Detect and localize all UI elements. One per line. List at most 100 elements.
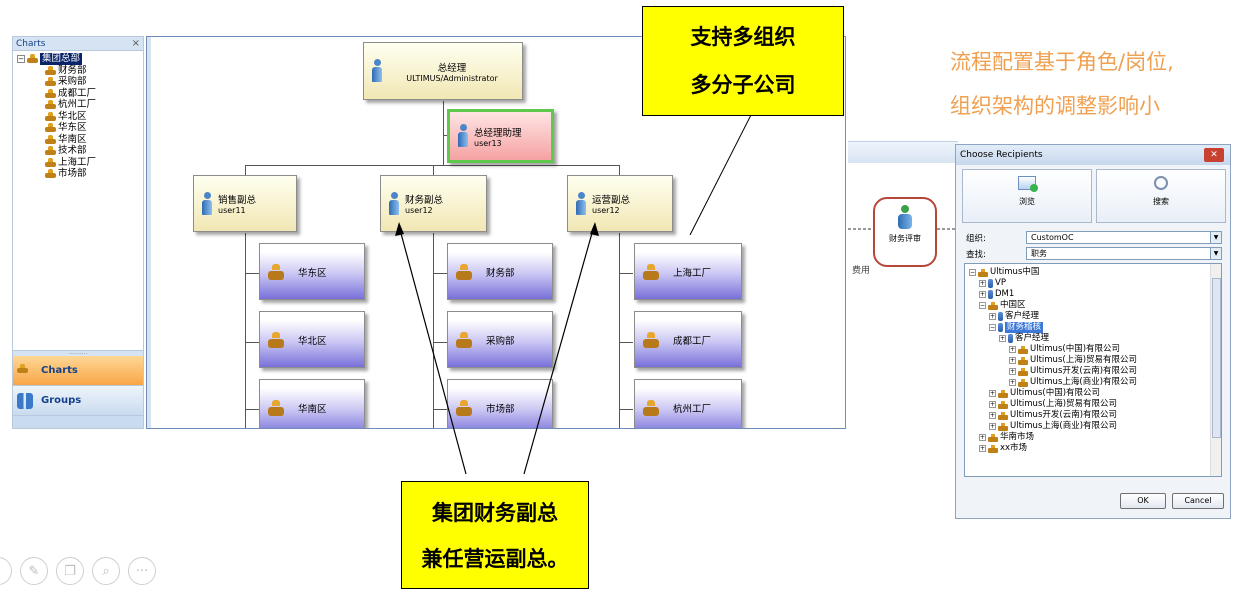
cancel-button[interactable]: Cancel [1172, 493, 1224, 509]
expand-icon[interactable]: + [979, 280, 986, 287]
node-title: 总经理 [437, 62, 467, 74]
expand-icon[interactable]: + [1009, 346, 1016, 353]
expand-icon[interactable]: + [1009, 357, 1016, 364]
more-icon[interactable]: ··· [128, 557, 156, 585]
recipient-tree-row[interactable]: −财务稽核 [969, 322, 1217, 333]
expand-icon[interactable]: + [989, 313, 996, 320]
chevron-down-icon[interactable]: ▼ [1210, 248, 1221, 259]
prev-icon[interactable]: › [0, 557, 12, 585]
pen-icon[interactable]: ✎ [20, 557, 48, 585]
tree-item[interactable]: 华北区 [17, 111, 139, 123]
chevron-down-icon[interactable]: ▼ [1210, 232, 1221, 243]
tree-item[interactable]: 成都工厂 [17, 88, 139, 100]
connector-line [245, 342, 259, 343]
recipient-tree-row[interactable]: + Ultimus上海(商业)有限公司 [969, 421, 1217, 432]
recipient-tree-row[interactable]: +Ultimus开发(云南)有限公司 [969, 410, 1217, 421]
expand-icon[interactable]: + [989, 412, 996, 419]
collapse-icon[interactable]: − [969, 269, 976, 276]
connector-line [433, 409, 447, 410]
close-icon[interactable]: × [131, 38, 140, 49]
person-icon [576, 191, 586, 216]
tree-item[interactable]: 采购部 [17, 76, 139, 88]
zoom-icon[interactable]: ⌕ [92, 557, 120, 585]
recipient-tree-row[interactable]: +客户经理 [969, 311, 1217, 322]
recipient-tree-row[interactable]: +xx市场 [969, 443, 1217, 454]
expand-icon[interactable]: + [979, 445, 986, 452]
charts-panel-header: Charts × [13, 37, 143, 51]
recipient-tree-label: Ultimus上海(商业)有限公司 [1030, 377, 1138, 387]
status-dot-icon [1030, 184, 1038, 192]
find-select[interactable]: 职务 ▼ [1026, 247, 1222, 260]
expand-icon[interactable]: + [1009, 379, 1016, 386]
collapse-icon[interactable]: − [979, 302, 986, 309]
recipient-tree-row[interactable]: +Ultimus(上海)贸易有限公司 [969, 399, 1217, 410]
org-node-department[interactable]: 财务部 [447, 243, 553, 300]
org-node-general-manager[interactable]: 总经理 ULTIMUS/Administrator [363, 42, 523, 100]
org-node-department[interactable]: 华南区 [259, 379, 365, 428]
collapse-icon[interactable]: − [17, 54, 25, 63]
recipient-tree-row[interactable]: + Ultimus上海(商业)有限公司 [969, 377, 1217, 388]
org-select[interactable]: CustomOC ▼ [1026, 231, 1222, 244]
recipient-tree-row[interactable]: −中国区 [969, 300, 1217, 311]
expand-icon[interactable]: + [989, 390, 996, 397]
org-node-department[interactable]: 华东区 [259, 243, 365, 300]
group-icon [17, 392, 33, 409]
search-button[interactable]: 搜索 [1096, 169, 1226, 223]
tree-item[interactable]: 财务部 [17, 65, 139, 77]
org-node-department[interactable]: 上海工厂 [634, 243, 742, 300]
recipient-tree-row[interactable]: +华南市场 [969, 432, 1217, 443]
workflow-step-finance-review[interactable]: 财务评审 [873, 197, 937, 267]
recipient-tree-row[interactable]: + Ultimus(中国)有限公司 [969, 388, 1217, 399]
recipient-tree-label: Ultimus开发(云南)有限公司 [1030, 366, 1138, 376]
node-title: 华东区 [298, 267, 327, 279]
tree-root[interactable]: − 集团总部 [17, 53, 139, 65]
expand-icon[interactable]: + [999, 335, 1006, 342]
close-icon[interactable]: ✕ [1204, 148, 1224, 162]
recipient-tree-row[interactable]: +DM1 [969, 289, 1217, 300]
browse-button[interactable]: 浏览 [962, 169, 1092, 223]
recipient-tree-row[interactable]: + Ultimus开发(云南)有限公司 [969, 366, 1217, 377]
tree-item[interactable]: 技术部 [17, 145, 139, 157]
org-label: 组织: [966, 234, 986, 244]
tree-item-label: 市场部 [58, 168, 87, 179]
expand-icon[interactable]: + [979, 291, 986, 298]
recipient-tree-label: Ultimus上海(商业)有限公司 [1010, 421, 1118, 431]
org-node-department[interactable]: 市场部 [447, 379, 553, 428]
tree-item[interactable]: 华东区 [17, 122, 139, 134]
copy-icon[interactable]: ❐ [56, 557, 84, 585]
recipient-tree-label: Ultimus(中国)有限公司 [1010, 388, 1101, 398]
recipient-tree-label: 客户经理 [1015, 333, 1050, 343]
nav-groups-button[interactable]: Groups [13, 386, 143, 416]
recipient-tree-row[interactable]: −Ultimus中国 [969, 267, 1217, 278]
recipient-tree-row[interactable]: +Ultimus(上海)贸易有限公司 [969, 355, 1217, 366]
ok-button[interactable]: OK [1120, 493, 1166, 509]
org-node-department[interactable]: 成都工厂 [634, 311, 742, 368]
tree-item[interactable]: 上海工厂 [17, 157, 139, 169]
tree-item[interactable]: 市场部 [17, 168, 139, 180]
org-node-department[interactable]: 杭州工厂 [634, 379, 742, 428]
expand-icon[interactable]: + [989, 401, 996, 408]
recipient-tree-row[interactable]: + Ultimus(中国)有限公司 [969, 344, 1217, 355]
nav-splitter[interactable]: .......... [13, 350, 143, 356]
expand-icon[interactable]: + [989, 423, 996, 430]
tree-root-label: 集团总部 [40, 53, 83, 65]
org-icon [1018, 345, 1028, 354]
org-node-department[interactable]: 采购部 [447, 311, 553, 368]
expand-icon[interactable]: + [1009, 368, 1016, 375]
nav-charts-button[interactable]: Charts [13, 356, 143, 386]
recipient-tree-label: Ultimus(中国)有限公司 [1030, 344, 1121, 354]
side-text: 费用 [852, 266, 871, 276]
expand-icon[interactable]: + [979, 434, 986, 441]
org-node-department[interactable]: 华北区 [259, 311, 365, 368]
tree-item[interactable]: 华南区 [17, 134, 139, 146]
org-node-assistant[interactable]: 总经理助理 user13 [447, 109, 554, 163]
scrollbar[interactable] [1210, 264, 1221, 476]
scrollbar-thumb[interactable] [1212, 278, 1221, 438]
recipient-tree-row[interactable]: + 客户经理 [969, 333, 1217, 344]
recipient-tree-row[interactable]: +VP [969, 278, 1217, 289]
tree-item[interactable]: 杭州工厂 [17, 99, 139, 111]
collapse-icon[interactable]: − [989, 324, 996, 331]
